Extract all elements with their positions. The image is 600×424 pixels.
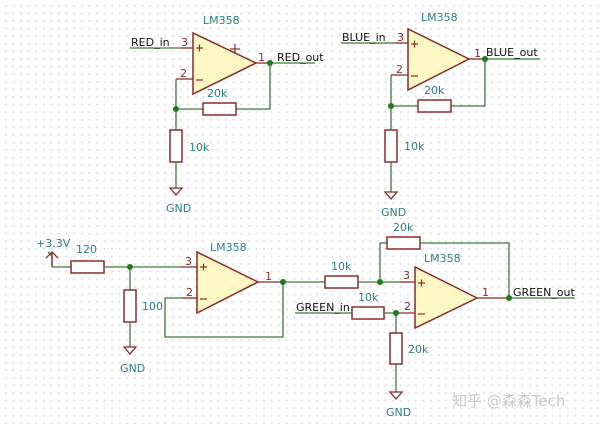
- red-pin2-number: 2: [180, 67, 187, 80]
- green-pin3-number: 3: [403, 269, 410, 282]
- blue-ground-symbol: [383, 191, 399, 200]
- green-input-resistor-value: 10k: [358, 291, 379, 304]
- green-ground-resistor-value: 20k: [408, 343, 429, 356]
- blue-feedback-value: 20k: [424, 84, 445, 97]
- blue-ground-resistor[interactable]: [384, 129, 398, 163]
- red-amplifier: LM358 RED_in 3 2 1 RED_out 20k 10k GND: [130, 14, 324, 215]
- green-opamp-body[interactable]: [414, 265, 479, 330]
- ref-opamp-body[interactable]: [196, 250, 260, 315]
- red-fb-wire-right: [236, 63, 271, 110]
- red-feedback-value: 20k: [207, 87, 228, 100]
- supply-label: +3.3V: [36, 237, 71, 250]
- ref-pin2-number: 2: [186, 286, 193, 299]
- watermark: 知乎 @森森Tech: [452, 392, 565, 410]
- green-top-wire-left: [379, 242, 387, 282]
- green-ground-symbol: [388, 391, 404, 400]
- ref-ground-symbol: [122, 346, 138, 355]
- red-ground-resistor-value: 10k: [189, 141, 210, 154]
- red-ground-resistor[interactable]: [169, 129, 183, 163]
- red-in-net-label[interactable]: RED_in: [131, 36, 170, 49]
- green-pin2-number: 2: [404, 300, 411, 313]
- red-pin3-number: 3: [181, 36, 188, 49]
- green-feedback-resistor[interactable]: [386, 236, 421, 250]
- blue-pin2-number: 2: [396, 63, 403, 76]
- ref-opamp-label: LM358: [210, 241, 247, 254]
- blue-ground-label: GND: [381, 206, 406, 219]
- green-ground-resistor[interactable]: [389, 332, 403, 365]
- blue-pin1-number: 1: [474, 47, 481, 60]
- blue-fb-wire-right: [451, 59, 486, 107]
- green-out-net-label[interactable]: GREEN_out: [513, 286, 575, 299]
- ref-pin3-number: 3: [185, 255, 192, 268]
- green-ground-label: GND: [386, 406, 411, 419]
- red-ground-symbol: [168, 187, 184, 196]
- green-out-junction: [506, 295, 512, 301]
- ref-ground-label: GND: [120, 362, 145, 375]
- divider-top-resistor[interactable]: [70, 260, 105, 274]
- divider-bottom-resistor[interactable]: [123, 289, 137, 323]
- green-opamp-label: LM358: [424, 252, 461, 265]
- green-amplifier: 10k 20k LM358 3 2 1 GREEN_out GREEN_in 1…: [283, 221, 575, 419]
- green-in-net-label[interactable]: GREEN_in: [296, 301, 350, 314]
- red-ground-label: GND: [166, 202, 191, 215]
- blue-out-net-label[interactable]: BLUE_out: [486, 46, 538, 59]
- red-pin1-number: 1: [258, 51, 265, 64]
- blue-opamp-label: LM358: [421, 11, 458, 24]
- red-opamp-label: LM358: [203, 14, 240, 27]
- green-pin1-number: 1: [482, 286, 489, 299]
- green-input-resistor[interactable]: [351, 306, 385, 320]
- ref-pin1-number: 1: [265, 270, 272, 283]
- blue-opamp-body[interactable]: [407, 27, 471, 92]
- ref-feedback-wire: [164, 282, 284, 338]
- divider-top-value: 120: [76, 243, 97, 256]
- blue-in-net-label[interactable]: BLUE_in: [342, 31, 386, 44]
- divider-bottom-value: 100: [142, 300, 163, 313]
- green-ref-resistor[interactable]: [324, 275, 359, 289]
- blue-feedback-resistor[interactable]: [417, 99, 452, 113]
- green-ref-resistor-value: 10k: [331, 260, 352, 273]
- red-out-net-label[interactable]: RED_out: [277, 51, 324, 64]
- green-top-wire-right: [420, 242, 510, 298]
- blue-pin3-number: 3: [397, 31, 404, 44]
- blue-ground-resistor-value: 10k: [404, 140, 425, 153]
- red-feedback-resistor[interactable]: [202, 102, 237, 116]
- red-opamp-body[interactable]: [192, 31, 258, 96]
- blue-amplifier: LM358 BLUE_in 3 2 1 BLUE_out 20k 10k GND: [341, 11, 540, 219]
- reference-buffer: +3.3V 120 100 GND LM358 3 2 1: [36, 237, 286, 375]
- green-feedback-value: 20k: [393, 221, 414, 234]
